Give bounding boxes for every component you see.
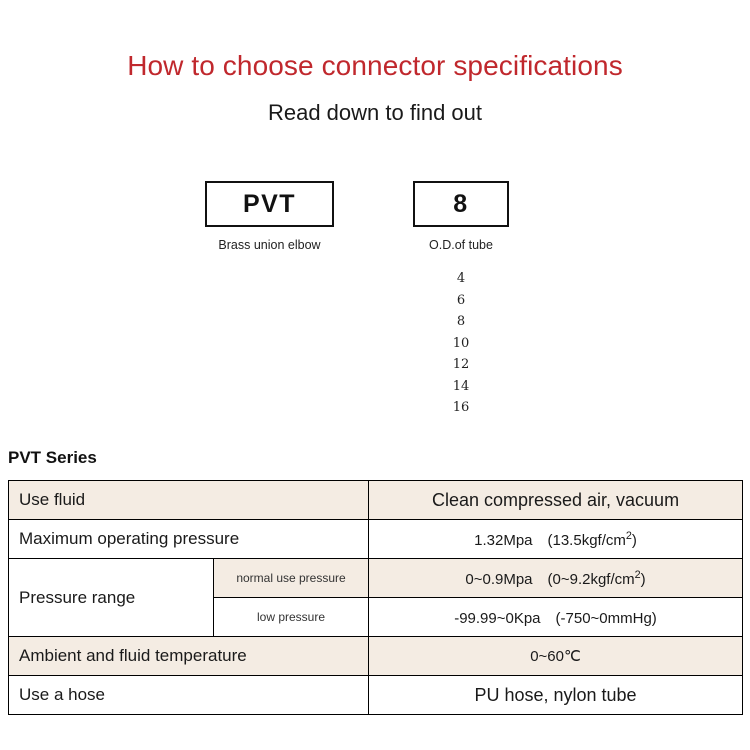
spec-label: Maximum operating pressure bbox=[7, 519, 370, 559]
page-title: How to choose connector specifications bbox=[127, 50, 623, 81]
list-item[interactable]: 10 bbox=[452, 335, 470, 351]
spec-value-main: 1.32Mpa (13.5kgf/cm bbox=[474, 531, 626, 549]
spec-value: 1.32Mpa (13.5kgf/cm2) bbox=[368, 519, 744, 559]
list-item[interactable]: 14 bbox=[452, 378, 470, 394]
spec-label: Pressure range bbox=[8, 558, 214, 637]
spec-value-superscript: 2 bbox=[625, 529, 632, 542]
tube-size-option-list: 4 6 8 10 12 14 16 bbox=[413, 268, 509, 419]
spec-value: PU hose, nylon tube bbox=[368, 675, 744, 715]
spec-label: Ambient and fluid temperature bbox=[7, 636, 370, 676]
spec-value: -99.99~0Kpa (-750~0mmHg) bbox=[368, 597, 744, 637]
tube-size-caption: O.D.of tube bbox=[429, 238, 493, 252]
table-row: Use fluid Clean compressed air, vacuum bbox=[7, 480, 744, 520]
spec-label: Use fluid bbox=[7, 480, 370, 520]
series-code-box: PVT bbox=[205, 181, 334, 227]
spec-value: Clean compressed air, vacuum bbox=[368, 480, 744, 520]
series-code-caption: Brass union elbow bbox=[218, 238, 321, 252]
table-row: Pressure range normal use pressure 0~0.9… bbox=[8, 558, 744, 637]
spec-value-tail: ) bbox=[640, 570, 646, 588]
list-item[interactable]: 12 bbox=[452, 357, 470, 372]
table-row: Use a hose PU hose, nylon tube bbox=[7, 675, 744, 715]
spec-value-tail: ) bbox=[631, 531, 637, 549]
table-row: Maximum operating pressure 1.32Mpa (13.5… bbox=[7, 519, 744, 559]
table-row: Ambient and fluid temperature 0~60℃ bbox=[7, 636, 744, 676]
spec-value: 0~0.9Mpa (0~9.2kgf/cm2) bbox=[368, 558, 744, 598]
spec-value: 0~60℃ bbox=[368, 636, 744, 676]
list-item[interactable]: 4 bbox=[456, 271, 466, 286]
tube-size-code-box: 8 bbox=[413, 181, 509, 227]
spec-value-main: 0~0.9Mpa (0~9.2kgf/cm bbox=[465, 570, 635, 588]
spec-table: Use fluid Clean compressed air, vacuum M… bbox=[7, 480, 744, 715]
list-item[interactable]: 16 bbox=[452, 400, 470, 415]
spec-label: Use a hose bbox=[7, 675, 370, 715]
spec-value-superscript: 2 bbox=[634, 568, 641, 581]
page-subtitle: Read down to find out bbox=[267, 100, 483, 125]
spec-sublabel: normal use pressure bbox=[212, 558, 370, 598]
spec-series-label: PVT Series bbox=[8, 448, 97, 467]
spec-sublabel: low pressure bbox=[212, 597, 370, 637]
list-item[interactable]: 8 bbox=[456, 314, 466, 329]
list-item[interactable]: 6 bbox=[456, 292, 466, 308]
